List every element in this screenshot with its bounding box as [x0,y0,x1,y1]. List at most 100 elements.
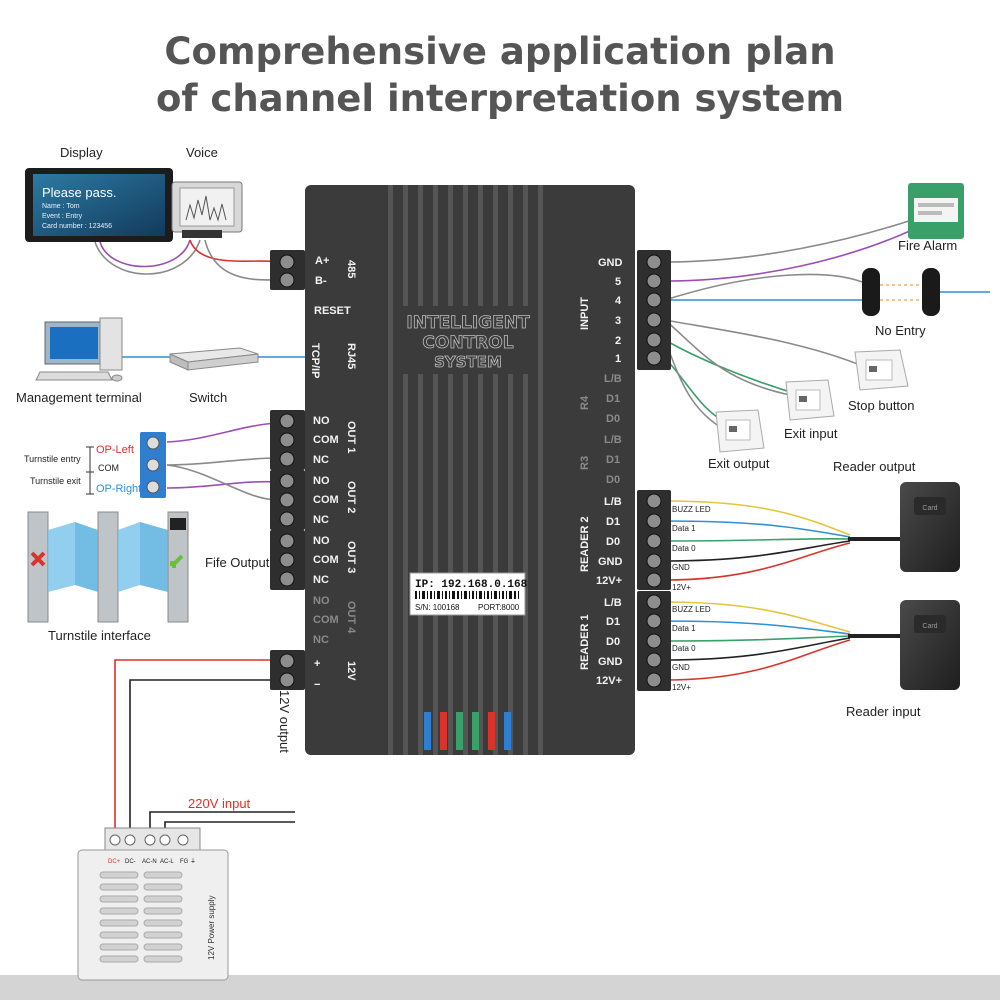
power-supply: DC+ DC- AC-N AC-L FG ⏚ 12V Power supply [77,827,229,981]
fife-output-label: Fife Output [205,555,270,570]
ps-vents [99,871,183,963]
r1-d0: D0 [606,636,620,648]
minus-label: − [314,679,320,691]
wire-label-data0: Data 0 [672,644,696,653]
input-label: INPUT [579,297,591,330]
tcpip-label: TCP/IP [309,343,321,378]
r4-d0: D0 [606,413,620,425]
wire-label-buzz: BUZZ LED [672,605,711,614]
controller-unit: INTELLIGENT CONTROL SYSTEM IP: 192.168.0… [305,185,635,755]
turnstile-exit-label: Turnstile exit [30,476,81,486]
exit-output-button-icon [715,409,765,453]
out2-no: NO [313,475,330,487]
voice-device [171,181,243,238]
rj45-label: RJ45 [345,343,357,369]
out2-com: COM [313,494,339,506]
r4-label: R4 [579,395,591,410]
display-card: Card number : 123456 [42,223,112,230]
fire-alarm-icon [908,183,964,239]
ps-terminal-dcminus: DC- [125,859,136,865]
serial-number: S/N: 100168 [415,603,460,612]
computer-icon [35,317,123,382]
reader2-label: READER 2 [579,516,591,572]
turnstile-interface-label: Turnstile interface [48,628,151,643]
out1-no: NO [313,415,330,427]
r3-d0: D0 [606,474,620,486]
management-terminal-label: Management terminal [16,390,142,405]
op-left-label: OP-Left [96,444,134,456]
r1-gnd: GND [598,656,623,668]
reader-input-card-text: Card [922,623,937,630]
exit-output-label: Exit output [708,456,770,471]
turnstile-illustration [27,511,189,623]
fire-alarm-label: Fire Alarm [898,238,957,253]
ps-terminal-acn: AC-N [142,859,157,865]
out1-com: COM [313,434,339,446]
r1-12v: 12V+ [596,675,622,687]
r3-lb: L/B [604,434,622,446]
op-right-label: OP-Right [96,483,141,495]
input-gnd: GND [598,257,623,269]
turnstile-terminal-block [140,432,166,498]
no-entry-x-icon [30,551,46,567]
out3-com: COM [313,554,339,566]
input-5: 5 [615,276,621,288]
display-name: Name : Tom [42,203,80,210]
wire-label-12v: 12V+ [672,583,691,592]
input-3: 3 [615,315,621,327]
ps-label: 12V Power supply [207,896,216,960]
r2-d0: D0 [606,536,620,548]
title-line-2: of channel interpretation system [155,77,845,120]
wire-label-12v: 12V+ [672,683,691,692]
out3-nc: NC [313,574,329,586]
out2-label: OUT 2 [345,481,357,513]
12v-output-label: 12V output [277,690,292,753]
wire-label-gnd: GND [672,563,690,572]
com-label: COM [98,463,119,473]
stop-button-label: Stop button [848,398,915,413]
input-4: 4 [615,295,622,307]
brand-line-1: INTELLIGENT [406,313,530,333]
status-leds [424,712,511,750]
stop-button-icon [854,349,909,391]
12v-label: 12V [345,661,357,681]
out4-nc: NC [313,634,329,646]
input-2: 2 [615,335,621,347]
wires [94,219,990,840]
out4-com: COM [313,614,339,626]
port-number: PORT:8000 [478,603,520,612]
reader-output-label: Reader output [833,459,916,474]
no-entry-sensor-icon [862,268,940,316]
r4-d1: D1 [606,393,620,405]
wire-label-data1: Data 1 [672,624,696,633]
wire-label-data1: Data 1 [672,524,696,533]
r4-lb: L/B [604,373,622,385]
ip-sticker: IP: 192.168.0.168 S/N: 100168 PORT:8000 [409,572,528,616]
turnstile-entry-label: Turnstile entry [24,454,81,464]
wire-label-gnd: GND [672,663,690,672]
reader1-label: READER 1 [579,614,591,670]
r1-lb: L/B [604,597,622,609]
exit-input-button-icon [785,379,835,421]
r3-label: R3 [579,456,591,470]
r2-12v: 12V+ [596,575,622,587]
reset-label: RESET [314,305,351,317]
reader1-wire-labels: BUZZ LED Data 1 Data 0 GND 12V+ [672,605,711,692]
r2-d1: D1 [606,516,620,528]
barcode [415,591,519,599]
input-1: 1 [615,353,621,365]
terminal-blocks-right [637,250,671,691]
ps-terminal-acl: AC-L [160,859,174,865]
out3-no: NO [313,535,330,547]
reader-input-device: Card [900,600,960,690]
out4-no: NO [313,595,330,607]
485-label: 485 [345,260,357,278]
page-title: Comprehensive application plan of channe… [0,28,1000,122]
out2-nc: NC [313,514,329,526]
ps-terminal-dcplus: DC+ [108,859,121,865]
reader-output-device: Card [900,482,960,572]
r1-d1: D1 [606,616,620,628]
brand-line-3: SYSTEM [434,353,502,371]
display-event: Event : Entry [42,213,83,220]
wire-label-data0: Data 0 [672,544,696,553]
